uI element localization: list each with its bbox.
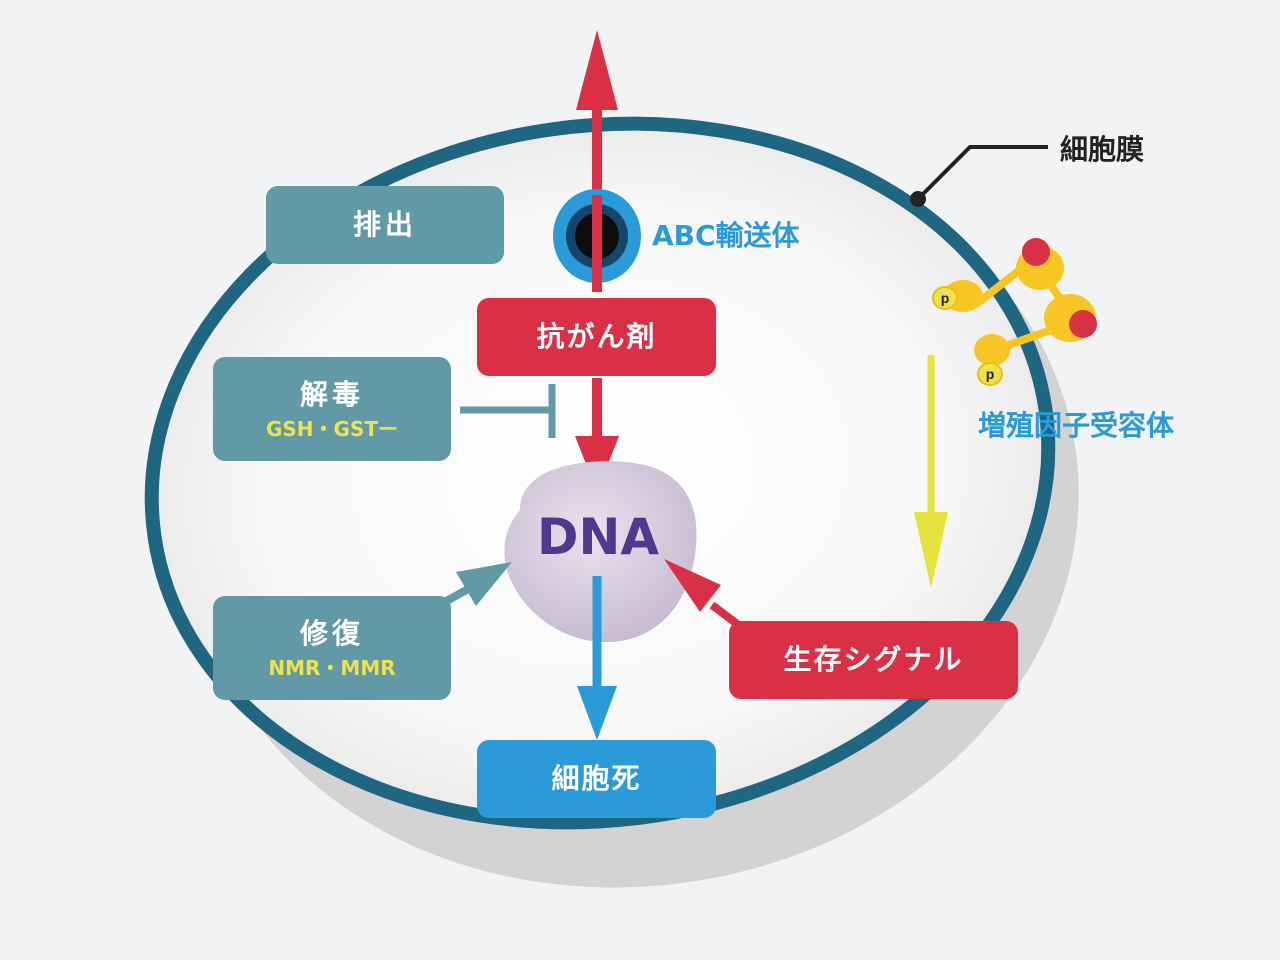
membrane-leader-dot [910, 191, 926, 207]
repair-title: 修復 [299, 617, 364, 651]
repair-subtitle: NMR・MMR [268, 655, 396, 680]
cell-death-title: 細胞死 [551, 762, 642, 796]
detox-subtitle: GSH・GSTー [265, 416, 399, 441]
repair-arrowhead [456, 562, 512, 606]
detox-title: 解毒 [299, 378, 364, 412]
growth-factor-receptor-label: 増殖因子受容体 [978, 409, 1175, 442]
growth-factor-receptor: p p [932, 238, 1097, 386]
survival-signal-box: 生存シグナル [729, 621, 1018, 699]
cell-death-box: 細胞死 [477, 740, 716, 818]
abc-transporter-label: ABC輸送体 [652, 219, 800, 252]
detox-box: 解毒 GSH・GSTー [213, 357, 451, 461]
repair-box: 修復 NMR・MMR [213, 596, 451, 700]
excretion-box: 排出 [266, 186, 504, 264]
dna-label: DNA [536, 508, 660, 566]
phospho-label-2: p [986, 366, 995, 382]
phospho-label-1: p [941, 290, 950, 306]
membrane-leader-line [916, 145, 1048, 201]
death-arrowhead [577, 686, 617, 740]
efflux-arrowhead [576, 30, 618, 110]
signal-arrowhead [914, 512, 948, 588]
survival-signal-title: 生存シグナル [783, 643, 964, 677]
survival-arrowhead [664, 559, 721, 612]
excretion-title: 排出 [352, 208, 417, 242]
dna-nucleus [504, 461, 697, 643]
membrane-label: 細胞膜 [1060, 133, 1145, 166]
anticancer-drug-title: 抗がん剤 [536, 320, 657, 354]
anticancer-drug-box: 抗がん剤 [477, 298, 716, 376]
